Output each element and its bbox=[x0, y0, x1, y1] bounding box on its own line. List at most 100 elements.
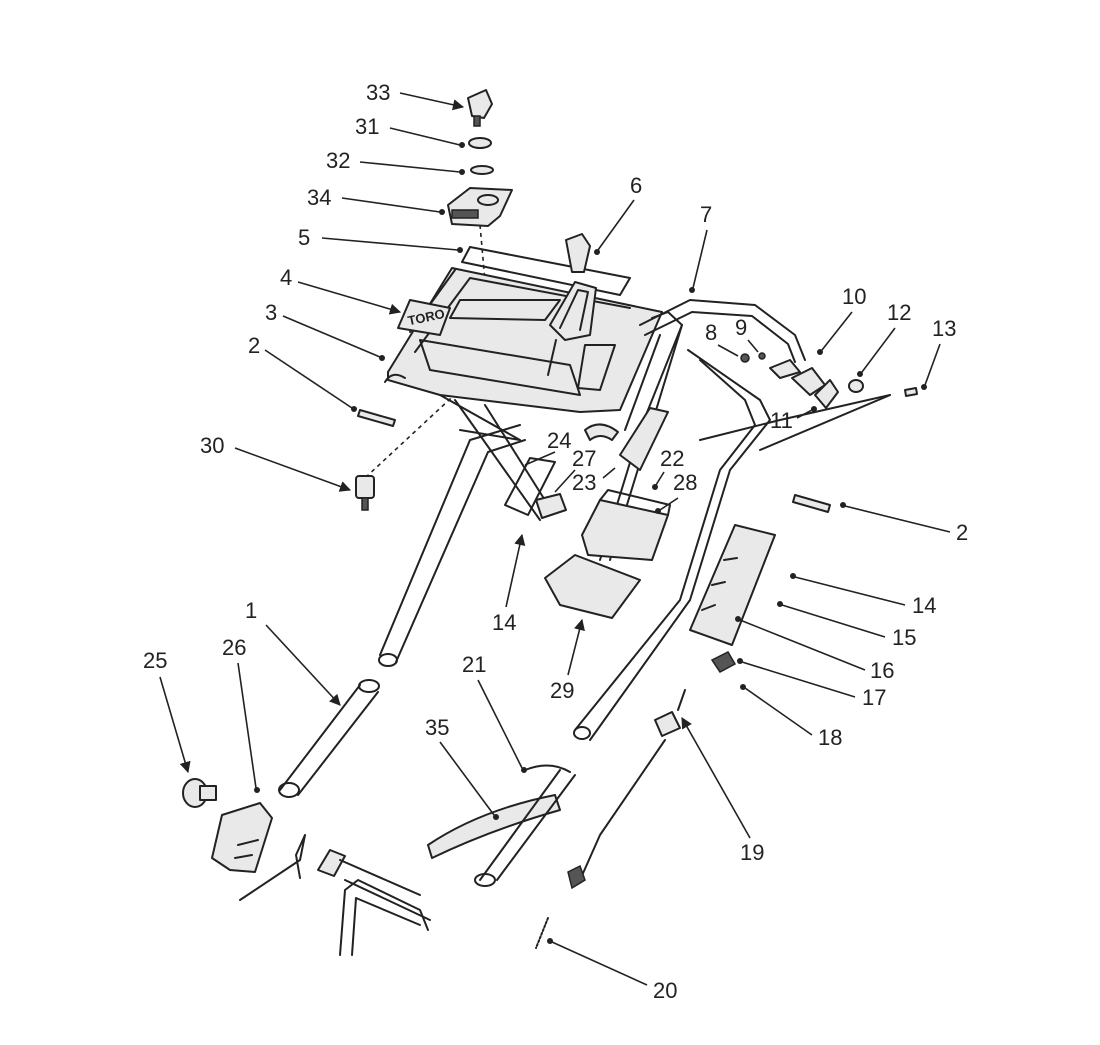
svg-text:2: 2 bbox=[956, 520, 968, 545]
svg-text:13: 13 bbox=[932, 316, 956, 341]
part-cable bbox=[567, 689, 686, 890]
svg-text:30: 30 bbox=[200, 433, 224, 458]
callout-1: 1 bbox=[245, 598, 341, 706]
part-washer-31 bbox=[468, 137, 492, 149]
svg-text:2: 2 bbox=[248, 333, 260, 358]
callout-3: 3 bbox=[265, 300, 385, 361]
svg-text:28: 28 bbox=[673, 470, 697, 495]
svg-text:35: 35 bbox=[425, 715, 449, 740]
callout-32: 32 bbox=[326, 148, 465, 175]
svg-text:6: 6 bbox=[630, 173, 642, 198]
callout-31: 31 bbox=[355, 114, 465, 148]
callout-14-mid: 14 bbox=[492, 533, 526, 635]
part-chute-bracket bbox=[427, 764, 576, 887]
part-handle-frame bbox=[573, 299, 891, 741]
callout-22: 22 bbox=[652, 446, 684, 490]
callout-19: 19 bbox=[681, 717, 764, 865]
callout-14-right: 14 bbox=[790, 573, 936, 618]
callouts: 33 31 32 34 5 6 7 4 bbox=[143, 80, 968, 1003]
part-switch bbox=[355, 475, 375, 511]
svg-text:11: 11 bbox=[770, 408, 793, 433]
svg-text:24: 24 bbox=[547, 428, 571, 453]
part-lower-tube bbox=[278, 679, 380, 798]
svg-text:23: 23 bbox=[572, 470, 596, 495]
callout-18: 18 bbox=[740, 684, 842, 750]
part-cable-guide-plate bbox=[689, 524, 776, 646]
svg-text:5: 5 bbox=[298, 225, 310, 250]
part-bolt-left bbox=[357, 409, 396, 427]
svg-text:14: 14 bbox=[912, 593, 936, 618]
part-key bbox=[467, 89, 493, 127]
callout-29: 29 bbox=[550, 618, 585, 703]
callout-9: 9 bbox=[735, 315, 759, 353]
svg-text:20: 20 bbox=[653, 978, 677, 1003]
part-spring bbox=[535, 917, 549, 949]
svg-text:31: 31 bbox=[355, 114, 379, 139]
callout-34: 34 bbox=[307, 185, 445, 215]
callout-8: 8 bbox=[705, 320, 739, 357]
callout-5: 5 bbox=[298, 225, 463, 253]
callout-21: 21 bbox=[462, 652, 527, 773]
callout-4: 4 bbox=[280, 265, 402, 315]
part-small-hardware bbox=[740, 352, 918, 409]
callout-17: 17 bbox=[737, 658, 886, 710]
svg-text:4: 4 bbox=[280, 265, 292, 290]
callout-7: 7 bbox=[689, 202, 712, 293]
part-ignition-housing bbox=[447, 187, 513, 227]
callout-27: 27 bbox=[554, 446, 596, 493]
svg-text:10: 10 bbox=[842, 284, 866, 309]
callout-35: 35 bbox=[425, 715, 499, 820]
part-mid-brackets bbox=[504, 407, 669, 519]
callout-11: 11 bbox=[770, 406, 817, 433]
callout-2-left: 2 bbox=[248, 333, 357, 412]
svg-text:34: 34 bbox=[307, 185, 331, 210]
part-washer-32 bbox=[470, 165, 494, 175]
part-bolt-right bbox=[792, 494, 831, 513]
callout-13: 13 bbox=[921, 316, 956, 390]
callout-16: 16 bbox=[735, 616, 894, 683]
svg-text:29: 29 bbox=[550, 678, 574, 703]
part-clamp bbox=[710, 651, 737, 673]
svg-text:33: 33 bbox=[366, 80, 390, 105]
callout-30: 30 bbox=[200, 433, 352, 492]
callout-15: 15 bbox=[777, 601, 916, 650]
svg-text:14: 14 bbox=[492, 610, 516, 635]
svg-text:25: 25 bbox=[143, 648, 167, 673]
callout-6: 6 bbox=[594, 173, 642, 255]
svg-text:12: 12 bbox=[887, 300, 911, 325]
svg-text:8: 8 bbox=[705, 320, 717, 345]
svg-text:9: 9 bbox=[735, 315, 747, 340]
callout-10: 10 bbox=[817, 284, 866, 355]
svg-text:26: 26 bbox=[222, 635, 246, 660]
callout-33: 33 bbox=[366, 80, 465, 111]
callout-2-right: 2 bbox=[840, 502, 968, 545]
callout-25: 25 bbox=[143, 648, 191, 774]
part-lower-frame bbox=[239, 834, 431, 956]
part-shift-lever bbox=[547, 233, 597, 376]
part-left-frame-tube bbox=[378, 399, 549, 667]
svg-text:21: 21 bbox=[462, 652, 486, 677]
part-logo-decal: TORO bbox=[397, 299, 451, 336]
svg-text:18: 18 bbox=[818, 725, 842, 750]
svg-text:27: 27 bbox=[572, 446, 596, 471]
callout-26: 26 bbox=[222, 635, 260, 793]
svg-text:7: 7 bbox=[700, 202, 712, 227]
callout-12: 12 bbox=[857, 300, 911, 377]
parts-artwork: TORO bbox=[182, 89, 918, 956]
svg-text:16: 16 bbox=[870, 658, 894, 683]
svg-text:17: 17 bbox=[862, 685, 886, 710]
svg-text:3: 3 bbox=[265, 300, 277, 325]
callout-23: 23 bbox=[572, 467, 616, 495]
part-box bbox=[581, 489, 671, 561]
part-knob bbox=[182, 778, 217, 808]
svg-text:15: 15 bbox=[892, 625, 916, 650]
callout-28: 28 bbox=[655, 470, 697, 514]
part-tray bbox=[544, 554, 641, 619]
svg-text:1: 1 bbox=[245, 598, 257, 623]
svg-text:32: 32 bbox=[326, 148, 350, 173]
svg-text:19: 19 bbox=[740, 840, 764, 865]
callout-20: 20 bbox=[547, 938, 677, 1003]
callout-24: 24 bbox=[524, 428, 571, 466]
part-bracket bbox=[211, 802, 273, 873]
